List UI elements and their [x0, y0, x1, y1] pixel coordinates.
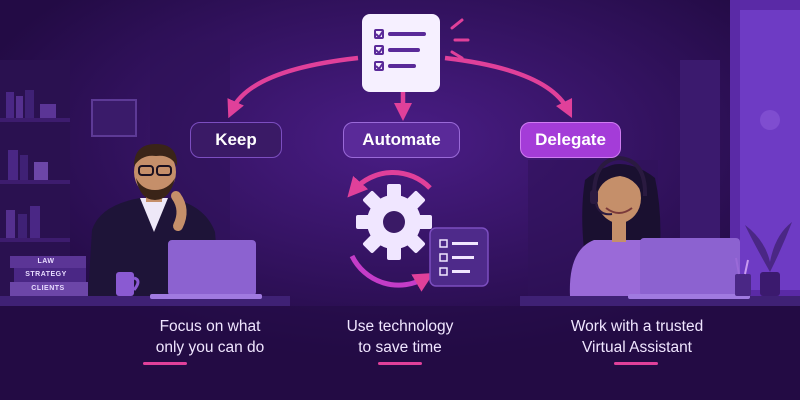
book-label-law: LAW	[37, 258, 55, 265]
automate-caption-line-2: to save time	[358, 339, 442, 356]
laptop-right	[628, 238, 750, 299]
desk-right	[520, 296, 800, 306]
keep-caption: Focus on what only you can do	[90, 316, 330, 358]
delegate-label: Delegate	[520, 122, 621, 158]
book-label-clients: CLIENTS	[31, 285, 65, 292]
keep-underline	[143, 362, 187, 365]
book-stack	[10, 256, 88, 296]
arrow-to-delegate	[444, 55, 573, 119]
automate-underline	[378, 362, 422, 365]
delegate-caption-line-1: Work with a trusted	[570, 318, 704, 335]
window-right	[680, 0, 800, 300]
automate-caption: Use technology to save time	[280, 316, 520, 358]
delegate-underline	[614, 362, 658, 365]
checklist-icon	[362, 14, 440, 92]
automate-label: Automate	[343, 122, 460, 158]
arrow-to-keep	[227, 55, 359, 119]
cycle-arrows-icon	[347, 169, 434, 292]
gear-icon	[356, 184, 432, 260]
bookshelf-left	[0, 60, 70, 300]
keep-caption-line-2: only you can do	[155, 339, 265, 356]
delegate-caption-line-2: Virtual Assistant	[582, 339, 692, 356]
keep-label: Keep	[190, 122, 282, 158]
desk-left	[0, 296, 290, 306]
pen-holder	[735, 257, 751, 296]
automate-caption-line-1: Use technology	[346, 318, 454, 335]
sparkle-icon	[450, 18, 470, 60]
plant-right	[745, 222, 792, 296]
wall-frame	[91, 99, 137, 137]
book-label-strategy: STRATEGY	[25, 271, 67, 278]
checklist-small-icon	[429, 227, 489, 287]
laptop-left	[150, 240, 262, 299]
mug	[116, 272, 140, 296]
keep-caption-line-1: Focus on what	[159, 318, 261, 335]
delegate-caption: Work with a trusted Virtual Assistant	[517, 316, 757, 358]
